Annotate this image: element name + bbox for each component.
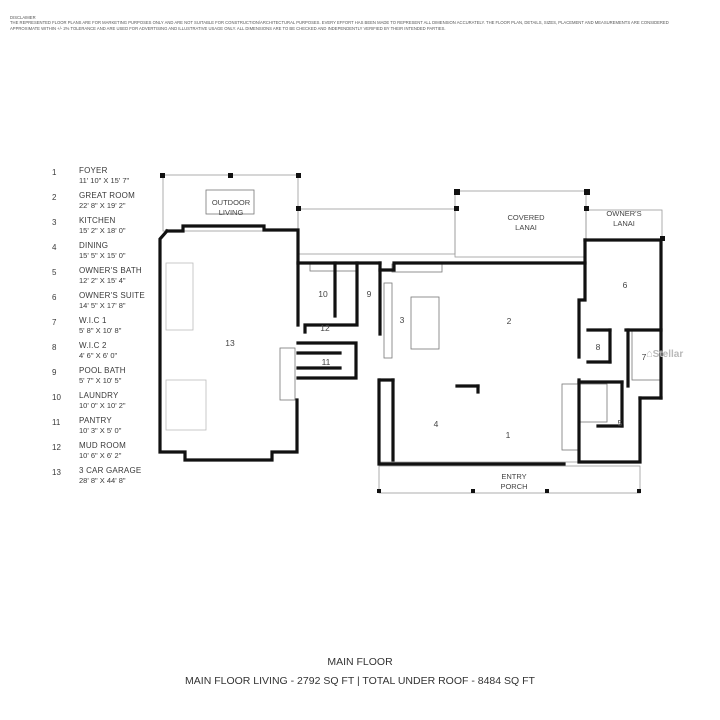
house-icon: ⌂ (646, 348, 653, 360)
legend-number: 7 (52, 318, 57, 327)
legend-room-dimensions: 5' 7" X 10' 5" (79, 376, 122, 385)
legend-room-name: OWNER'S BATH (79, 266, 142, 275)
legend-number: 13 (52, 468, 61, 477)
legend-room-name: MUD ROOM (79, 441, 126, 450)
disclaimer-title: DISCLAIMER (10, 15, 36, 20)
room-number-13: 13 (225, 338, 235, 348)
legend-number: 11 (52, 418, 61, 427)
legend-room-name: GREAT ROOM (79, 191, 135, 200)
legend-room-dimensions: 4' 6" X 6' 0" (79, 351, 118, 360)
legend-room-dimensions: 28' 8" X 44' 8" (79, 476, 126, 485)
outdoor-outlines (162, 174, 663, 494)
legend-room-name: KITCHEN (79, 216, 116, 225)
room-number-3: 3 (400, 315, 405, 325)
column-posts (160, 173, 665, 493)
legend-number: 9 (52, 368, 57, 377)
legend-number: 12 (52, 443, 61, 452)
disclaimer: DISCLAIMER THE REPRESENTED FLOOR PLANS A… (10, 15, 675, 31)
room-number-4: 4 (434, 419, 439, 429)
covered-lanai-label-1: COVERED (507, 213, 545, 222)
legend-number: 4 (52, 243, 57, 252)
owners-lanai-label-2: LANAI (613, 219, 635, 228)
disclaimer-text: THE REPRESENTED FLOOR PLANS ARE FOR MARK… (10, 20, 669, 31)
legend-room-name: PANTRY (79, 416, 112, 425)
area-labels: OUTDOOR LIVING COVERED LANAI OWNER'S LAN… (212, 198, 642, 491)
floor-area-summary: MAIN FLOOR LIVING - 2792 SQ FT | TOTAL U… (185, 675, 535, 687)
legend-room-name: POOL BATH (79, 366, 126, 375)
legend-room-dimensions: 22' 8" X 19' 2" (79, 201, 126, 210)
room-number-12: 12 (320, 323, 330, 333)
room-number-6: 6 (623, 280, 628, 290)
legend-room-dimensions: 11' 10" X 15' 7" (79, 176, 130, 185)
legend-room-name: OWNER'S SUITE (79, 291, 145, 300)
legend-number: 5 (52, 268, 57, 277)
room-numbers: 1 2 3 4 5 6 7 8 9 10 11 12 13 (225, 280, 646, 440)
room-number-10: 10 (318, 289, 328, 299)
legend-room-dimensions: 10' 3" X 5' 0" (79, 426, 122, 435)
room-number-5: 5 (618, 418, 623, 428)
watermark: ⌂Stellar (646, 348, 683, 360)
entry-porch-label-2: PORCH (500, 482, 527, 491)
covered-lanai-label-2: LANAI (515, 223, 537, 232)
legend-number: 3 (52, 218, 57, 227)
room-number-9: 9 (367, 289, 372, 299)
legend-number: 10 (52, 393, 61, 402)
legend-room-name: LAUNDRY (79, 391, 119, 400)
owners-lanai-label-1: OWNER'S (606, 209, 641, 218)
legend-number: 6 (52, 293, 57, 302)
outdoor-living-label-2: LIVING (219, 208, 244, 217)
legend-room-dimensions: 15' 5" X 15' 0" (79, 251, 126, 260)
legend-room-name: FOYER (79, 166, 108, 175)
legend-room-dimensions: 15' 2" X 18' 0" (79, 226, 126, 235)
walls (158, 224, 663, 466)
legend-number: 1 (52, 168, 57, 177)
room-number-8: 8 (596, 342, 601, 352)
room-number-11: 11 (322, 357, 331, 367)
room-number-1: 1 (506, 430, 511, 440)
room-number-7: 7 (642, 352, 647, 362)
legend-room-name: 3 CAR GARAGE (79, 466, 142, 475)
legend-room-dimensions: 14' 5" X 17' 8" (79, 301, 126, 310)
legend-room-name: DINING (79, 241, 109, 250)
watermark-text: Stellar (652, 349, 684, 360)
entry-porch-label-1: ENTRY (501, 472, 526, 481)
legend-room-dimensions: 5' 8" X 10' 8" (79, 326, 122, 335)
room-number-2: 2 (507, 316, 512, 326)
legend-number: 2 (52, 193, 57, 202)
legend-room-dimensions: 12' 2" X 15' 4" (79, 276, 126, 285)
legend-room-name: W.I.C 2 (79, 341, 107, 350)
legend-room-dimensions: 10' 6" X 6' 2" (79, 451, 122, 460)
legend-room-dimensions: 10' 0" X 10' 2" (79, 401, 126, 410)
legend-number: 8 (52, 343, 57, 352)
floor-title: MAIN FLOOR (327, 656, 393, 668)
outdoor-living-label-1: OUTDOOR (212, 198, 251, 207)
legend-room-name: W.I.C 1 (79, 316, 107, 325)
